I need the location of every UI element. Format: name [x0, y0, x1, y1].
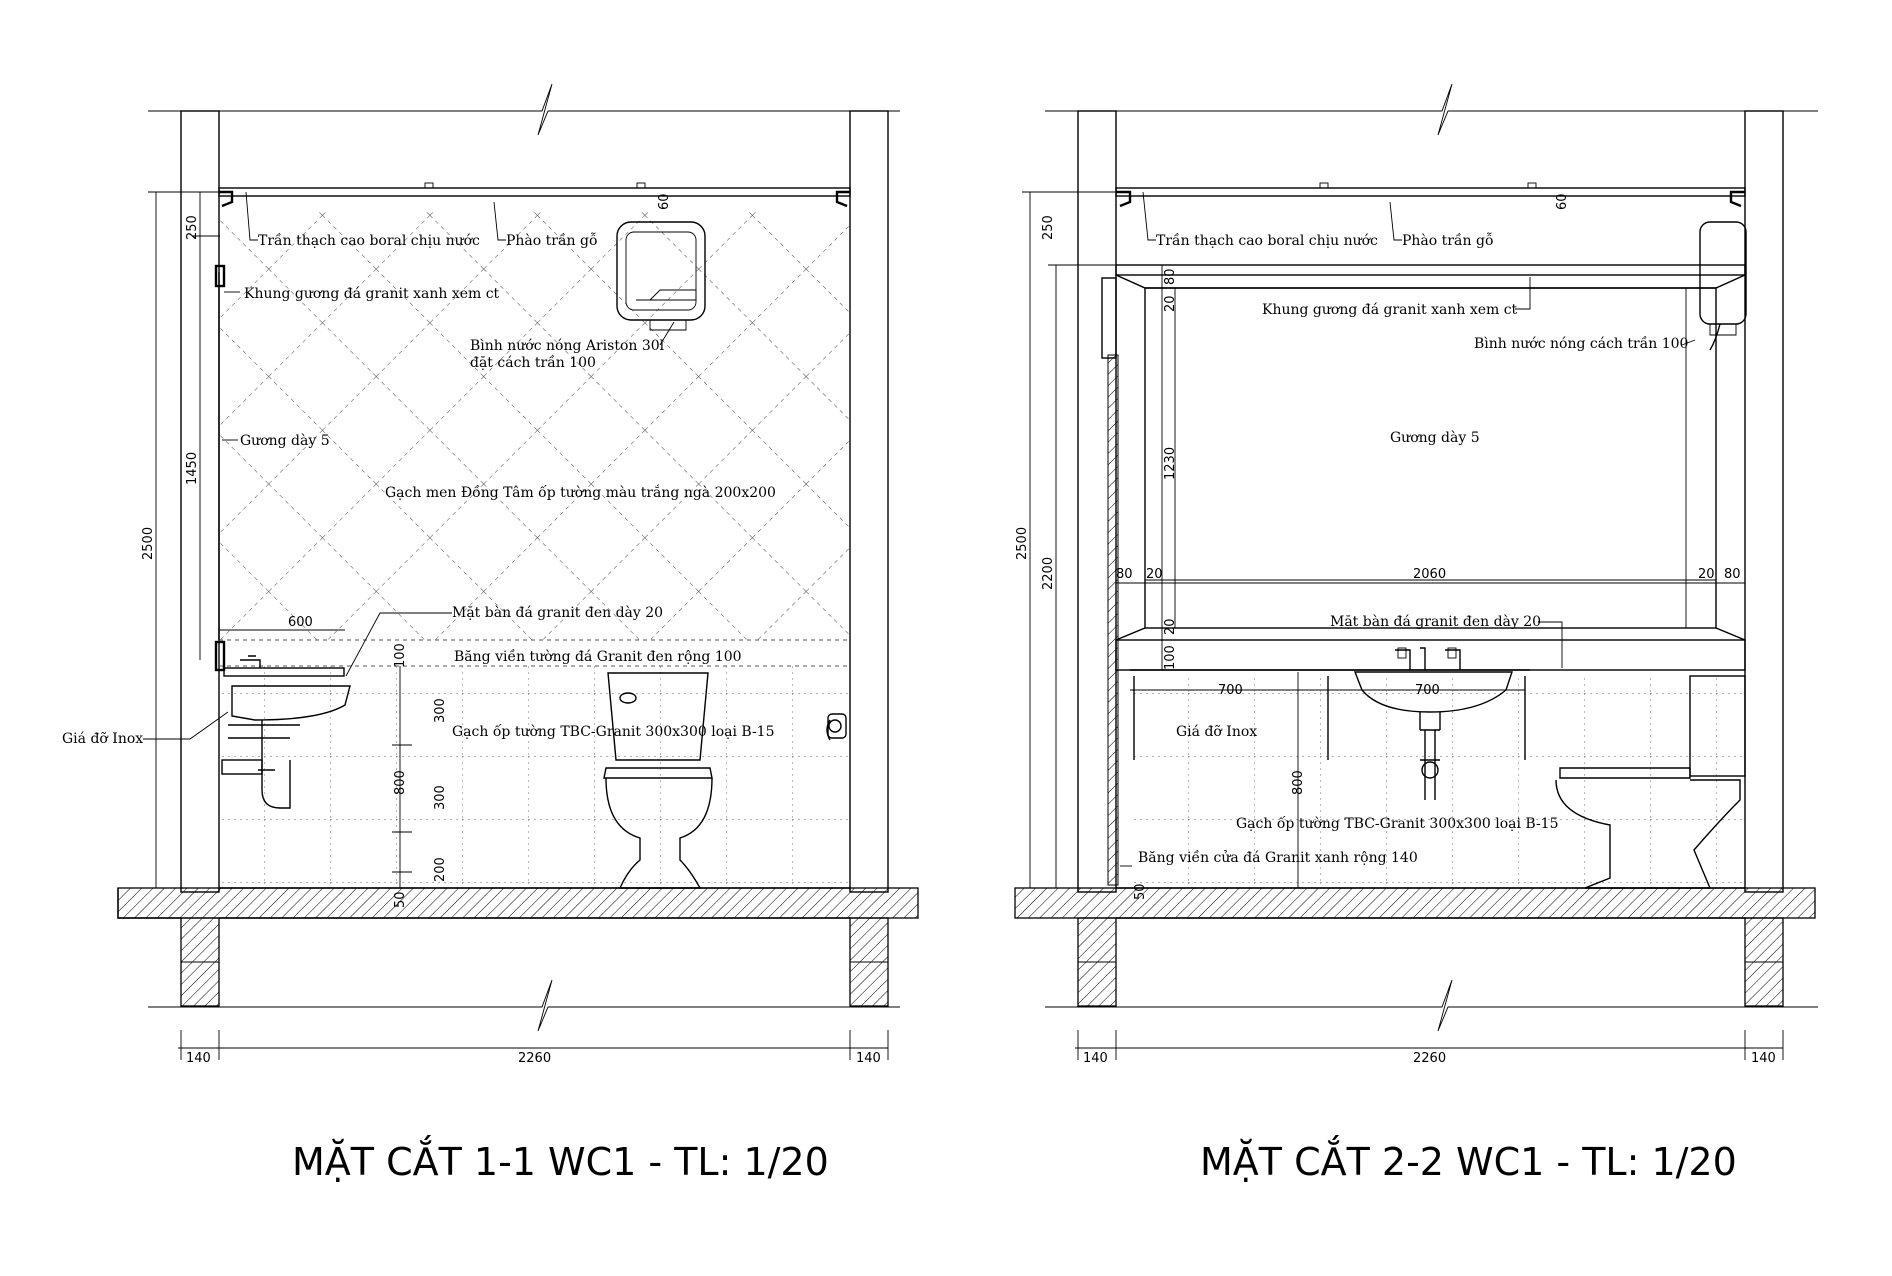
water-heater [616, 221, 706, 331]
dim-2060: 2060 [1413, 567, 1446, 582]
section-1-drawing [117, 83, 919, 1060]
dim-100: 100 [1163, 645, 1178, 670]
section-2-labels: Trần thạch cao boral chịu nước Phào trần… [1015, 193, 1776, 1184]
ceiling-board [1115, 187, 1746, 197]
dim-800: 800 [393, 770, 408, 795]
paper-holder [826, 713, 847, 741]
dim-80-right: 80 [1724, 567, 1741, 582]
note-mirror: Gương dày 5 [1390, 429, 1480, 446]
dim-2500: 2500 [1015, 527, 1030, 560]
dim-800: 800 [1291, 770, 1306, 795]
dim-700b: 700 [1415, 683, 1440, 698]
dim-300b: 300 [433, 785, 448, 810]
section-1-labels: Trần thạch cao boral chịu nước Phào trần… [62, 193, 881, 1184]
mirror-frame [1115, 264, 1746, 671]
dim-600: 600 [288, 615, 313, 630]
dim-140-right: 140 [1751, 1051, 1776, 1066]
dim-80-left: 80 [1116, 567, 1133, 582]
right-wall [1744, 110, 1784, 893]
dim-50: 50 [1133, 883, 1148, 900]
dim-250: 250 [185, 215, 200, 240]
water-heater [1699, 221, 1747, 351]
dim-250: 250 [1041, 215, 1056, 240]
section-1-title: MẶT CẮT 1-1 WC1 - TL: 1/20 [292, 1136, 829, 1184]
dim-1230: 1230 [1163, 447, 1178, 480]
dim-60: 60 [657, 193, 672, 210]
door-jamb [1107, 354, 1119, 886]
dim-2200: 2200 [1041, 557, 1056, 590]
note-heater-2: đặt cách trần 100 [470, 354, 596, 371]
dim-100: 100 [393, 643, 408, 668]
dim-20-left: 20 [1146, 567, 1163, 582]
right-wall [849, 110, 889, 893]
floor-slab [1014, 887, 1816, 919]
note-ceiling: Trần thạch cao boral chịu nước [258, 232, 480, 249]
dim-20b: 20 [1163, 618, 1178, 635]
note-bracket: Giá đỡ Inox [62, 731, 143, 747]
note-border: Băng viền tường đá Granit đen rộng 100 [454, 648, 742, 665]
basin [221, 655, 351, 809]
note-heater-1: Bình nước nóng Ariston 30l [470, 338, 665, 354]
dim-2260: 2260 [518, 1051, 551, 1066]
wall-tile-diagonal [219, 210, 850, 640]
dim-300a: 300 [433, 698, 448, 723]
dim-20a: 20 [1163, 295, 1178, 312]
note-cornice: Phào trần gỗ [1402, 232, 1494, 249]
dim-80a: 80 [1163, 268, 1178, 285]
dim-1450: 1450 [185, 452, 200, 485]
dim-200: 200 [433, 857, 448, 882]
note-lower-tile: Gạch ốp tường TBC-Granit 300x300 loại B-… [1236, 815, 1559, 832]
note-lower-tile: Gạch ốp tường TBC-Granit 300x300 loại B-… [452, 723, 775, 740]
note-ceiling: Trần thạch cao boral chịu nước [1156, 232, 1378, 249]
dim-140-left: 140 [1083, 1051, 1108, 1066]
vanity [1130, 647, 1530, 800]
wall-tile-grid [219, 666, 850, 888]
dim-60: 60 [1555, 193, 1570, 210]
note-wall-tile: Gạch men Đồng Tâm ốp tường màu trắng ngà… [385, 483, 776, 501]
note-mirror-frame: Khung gương đá granit xanh xem ct [244, 286, 500, 302]
note-door-border: Băng viền cửa đá Granit xanh rộng 140 [1138, 849, 1418, 866]
wall-tile-grid [1130, 676, 1745, 886]
dim-140-left: 140 [186, 1051, 211, 1066]
dim-140-right: 140 [856, 1051, 881, 1066]
section-2-drawing [1014, 83, 1818, 1060]
note-heater: Bình nước nóng cách trần 100 [1474, 335, 1688, 352]
note-cornice: Phào trần gỗ [506, 232, 598, 249]
floor-slab [117, 887, 919, 919]
note-counter: Mặt bàn đá granit đen dày 20 [452, 604, 663, 621]
note-mirror: Gương dày 5 [240, 432, 330, 449]
dim-700a: 700 [1218, 683, 1243, 698]
dim-20-right: 20 [1698, 567, 1715, 582]
section-2-title: MẶT CẮT 2-2 WC1 - TL: 1/20 [1200, 1136, 1737, 1184]
note-bracket: Giá đỡ Inox [1176, 724, 1257, 740]
dim-50: 50 [393, 891, 408, 908]
ceiling-board [218, 187, 851, 197]
note-counter: Mặt bàn đá granit đen dày 20 [1330, 613, 1541, 630]
dim-2500: 2500 [141, 527, 156, 560]
note-mirror-frame: Khung gương đá granit xanh xem ct [1262, 302, 1518, 318]
dim-2260: 2260 [1413, 1051, 1446, 1066]
